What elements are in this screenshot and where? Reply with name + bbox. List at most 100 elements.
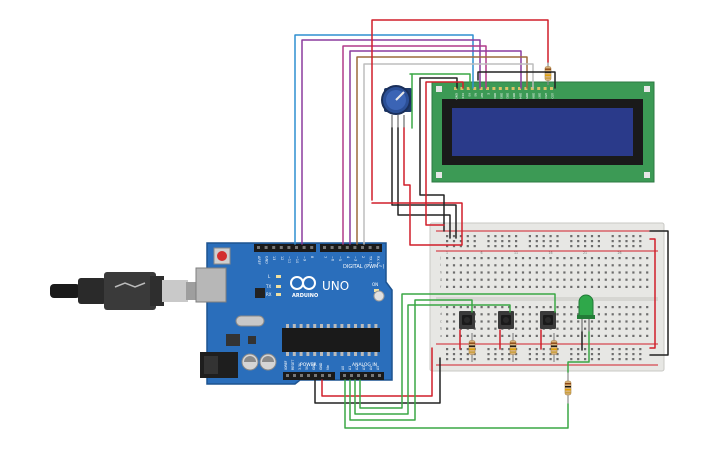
wire-black-gnd bbox=[314, 357, 441, 404]
power-pin-3 bbox=[307, 374, 310, 377]
lcd-pin-label: DB0 bbox=[493, 93, 497, 99]
analog-pin-label: A1 bbox=[348, 366, 352, 370]
digital-pin-12 bbox=[353, 246, 357, 249]
lcd-pin-1 bbox=[460, 87, 464, 90]
lcd-pin-label: DB2 bbox=[506, 93, 510, 99]
digital-pin-9 bbox=[330, 246, 334, 249]
wire-red-pot-vcc bbox=[371, 127, 463, 246]
lcd-pin-label: DB4 bbox=[519, 93, 523, 99]
bb-col-label: 1 bbox=[446, 251, 448, 255]
wire-green-pot-v0 bbox=[409, 73, 471, 89]
led-tx-label: TX bbox=[265, 284, 271, 289]
digital-pin-8 bbox=[323, 246, 326, 249]
crystal bbox=[235, 315, 265, 327]
digital-pin-label: 8 bbox=[310, 256, 314, 258]
wire-gray-d2 bbox=[363, 63, 534, 245]
led-rx-label: RX bbox=[266, 292, 272, 297]
bb-row-label: c bbox=[440, 319, 442, 323]
lcd-pin-15 bbox=[550, 87, 553, 90]
wire-green-btn-1 bbox=[349, 299, 473, 421]
wire-black-lcd-vss bbox=[419, 77, 458, 232]
power-pin-2 bbox=[300, 374, 303, 377]
led-l-label: L bbox=[268, 274, 271, 279]
digital-pin-6 bbox=[302, 246, 306, 249]
power-pin-4 bbox=[314, 374, 317, 377]
digital-pin-7 bbox=[310, 246, 314, 249]
power-pin-0 bbox=[286, 374, 289, 377]
usb-jack bbox=[195, 267, 227, 303]
wire-black-lcd-gnd bbox=[477, 71, 556, 89]
digital-pin-label: 13 bbox=[272, 256, 276, 260]
wire-green-led-signal bbox=[344, 379, 569, 429]
push-button-1[interactable] bbox=[459, 311, 475, 329]
wire-red-rail-bridge bbox=[649, 238, 656, 349]
bb-row-label: f bbox=[440, 285, 442, 289]
lcd-pin-3 bbox=[473, 87, 477, 90]
lcd-pin-label: DB5 bbox=[525, 93, 529, 99]
potentiometer[interactable] bbox=[381, 85, 412, 128]
lcd-pin-11 bbox=[524, 87, 528, 90]
digital-pin-5 bbox=[295, 246, 298, 249]
bb-row-label: g bbox=[440, 278, 442, 282]
analog-pin-5 bbox=[378, 374, 381, 377]
digital-pin-label: GND bbox=[265, 256, 269, 264]
lcd-pin-0 bbox=[454, 87, 457, 90]
wire-black-rail-bridge bbox=[649, 230, 669, 356]
push-button-3[interactable] bbox=[540, 311, 556, 329]
lcd-pin-label: RW bbox=[480, 93, 484, 98]
wire-red-lcd-led bbox=[371, 19, 549, 201]
digital-pin-14 bbox=[368, 246, 372, 249]
digital-pin-2 bbox=[272, 246, 276, 249]
digital-pin-10 bbox=[338, 246, 342, 249]
lcd-pin-6 bbox=[492, 87, 496, 90]
lcd-pin-label: DB3 bbox=[512, 93, 516, 99]
digital-pin-label: 2 bbox=[361, 256, 365, 258]
digital-pin-13 bbox=[361, 246, 364, 249]
wire-green-btn-3 bbox=[359, 293, 556, 409]
bb-row-label: b bbox=[440, 327, 443, 331]
power-pin-label: IOREF bbox=[284, 360, 288, 370]
power-pin-label: RESET bbox=[291, 360, 295, 370]
digital-pin-label: TX 1 bbox=[369, 255, 373, 264]
power-pin-6 bbox=[328, 374, 331, 377]
wire-red-5v bbox=[321, 347, 433, 397]
wire-black-pot-gnd bbox=[391, 127, 457, 239]
lcd-pin-12 bbox=[530, 87, 534, 90]
bb-col-label: 6 bbox=[480, 251, 482, 255]
power-pin-1 bbox=[293, 374, 296, 377]
analog-pin-label: A2 bbox=[355, 366, 359, 370]
reset-button[interactable] bbox=[217, 251, 227, 261]
bb-row-label: e bbox=[440, 305, 442, 309]
arduino-logo: ARDUINO bbox=[290, 276, 318, 299]
power-pin-label: GND bbox=[312, 362, 316, 370]
bb-row-label: d bbox=[440, 312, 442, 316]
lcd-pin-4 bbox=[479, 87, 483, 90]
on-label: ON bbox=[372, 282, 378, 287]
bb-row-label: i bbox=[440, 263, 441, 267]
analog-pin-label: A3 bbox=[362, 366, 366, 370]
wire-magenta-d5 bbox=[342, 45, 487, 245]
lcd-pin-label: LED bbox=[544, 93, 548, 98]
bb-row-label: h bbox=[440, 270, 442, 274]
wire-blue-d12 bbox=[294, 34, 474, 245]
digital-pin-1 bbox=[264, 246, 268, 249]
digital-pin-15 bbox=[376, 246, 380, 249]
digital-pin-3 bbox=[279, 246, 283, 249]
atmega-chip bbox=[282, 328, 380, 352]
power-pin-5 bbox=[321, 374, 324, 377]
digital-header-right bbox=[320, 244, 382, 252]
push-button-2[interactable] bbox=[498, 311, 514, 329]
lcd-pin-2 bbox=[466, 87, 470, 90]
wire-purple-d4 bbox=[349, 50, 522, 245]
lcd-pin-label: LED bbox=[551, 93, 555, 98]
lcd-pin-9 bbox=[511, 87, 515, 90]
digital-pin-label: ~5 bbox=[338, 256, 342, 261]
resistor-led bbox=[564, 372, 572, 404]
digital-header-left bbox=[254, 244, 316, 252]
wire-black-pot-2 bbox=[397, 127, 451, 239]
digital-pin-label: AREF bbox=[257, 256, 261, 265]
resistor-button-2 bbox=[509, 333, 517, 362]
bb-col-label: 11 bbox=[514, 251, 518, 255]
